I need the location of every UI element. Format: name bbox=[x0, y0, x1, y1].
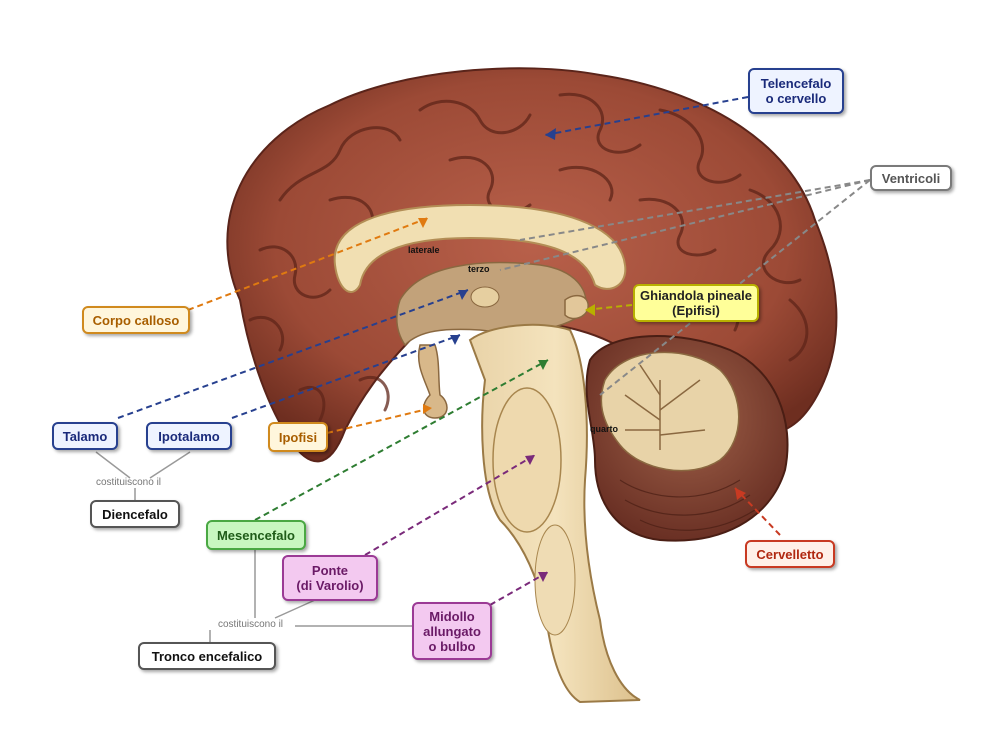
box-ghiandola-pineale-text: Ghiandola pineale (Epifisi) bbox=[640, 288, 752, 318]
pons-shape bbox=[492, 387, 562, 533]
arrow-heads bbox=[418, 128, 746, 582]
box-ventricoli: Ventricoli bbox=[870, 165, 952, 191]
box-tronco-encefalico: Tronco encefalico bbox=[138, 642, 276, 670]
box-corpo-calloso: Corpo calloso bbox=[82, 306, 190, 334]
link-tronco: costituiscono il bbox=[218, 619, 284, 630]
box-mesencefalo-text: Mesencefalo bbox=[216, 527, 296, 543]
arbor-vitae bbox=[624, 364, 706, 450]
box-talamo-text: Talamo bbox=[62, 428, 108, 444]
box-ipotalamo: Ipotalamo bbox=[146, 422, 232, 450]
box-ipofisi-text: Ipofisi bbox=[278, 429, 318, 445]
box-cervelletto-text: Cervelletto bbox=[756, 546, 824, 562]
box-diencefalo: Diencefalo bbox=[90, 500, 180, 528]
pituitary-shape bbox=[418, 344, 448, 419]
box-ipofisi: Ipofisi bbox=[268, 422, 328, 452]
box-midollo-text: Midollo allungato o bulbo bbox=[423, 608, 481, 654]
box-ipotalamo-text: Ipotalamo bbox=[158, 428, 220, 444]
box-telencefalo-text: Telencefalo o cervello bbox=[760, 76, 832, 106]
box-mesencefalo: Mesencefalo bbox=[206, 520, 306, 550]
label-ventricolo-terzo: terzo bbox=[468, 264, 490, 274]
box-corpo-calloso-text: Corpo calloso bbox=[92, 312, 180, 328]
box-ponte-text: Ponte (di Varolio) bbox=[296, 563, 364, 593]
box-ventricoli-text: Ventricoli bbox=[881, 170, 941, 186]
pineal-shape bbox=[564, 294, 589, 320]
box-tronco-encefalico-text: Tronco encefalico bbox=[151, 648, 263, 664]
concept-connectors bbox=[95, 451, 412, 642]
box-ghiandola-pineale: Ghiandola pineale (Epifisi) bbox=[633, 284, 759, 322]
label-ventricolo-quarto: quarto bbox=[590, 424, 618, 434]
label-ventricolo-laterale: laterale bbox=[408, 245, 440, 255]
box-diencefalo-text: Diencefalo bbox=[102, 506, 168, 522]
box-telencefalo: Telencefalo o cervello bbox=[748, 68, 844, 114]
box-cervelletto: Cervelletto bbox=[745, 540, 835, 568]
medulla-shape bbox=[534, 524, 576, 636]
box-midollo: Midollo allungato o bulbo bbox=[412, 602, 492, 660]
box-ponte: Ponte (di Varolio) bbox=[282, 555, 378, 601]
link-diencefalo: costituiscono il bbox=[96, 477, 162, 488]
box-talamo: Talamo bbox=[52, 422, 118, 450]
